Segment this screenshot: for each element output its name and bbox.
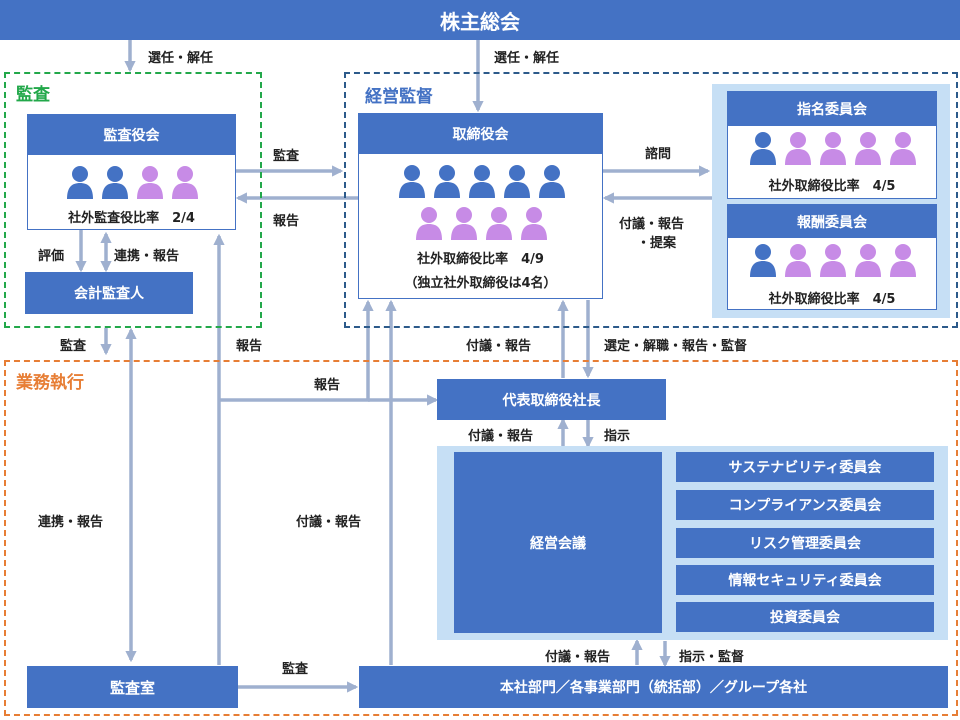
label-audit-to-board: 監査: [273, 149, 300, 164]
audit-board-title: 監査役会: [28, 115, 235, 155]
internal-audit-title: 監査室: [109, 678, 155, 697]
audit-board: 監査役会 社外監査役比率 2/4: [27, 114, 236, 230]
inside-member-icon: [66, 165, 94, 199]
nomination-committee: 指名委員会 社外取締役比率 4/5: [727, 91, 937, 199]
board-of-directors: 取締役会 社外取締役比率 4/9 （独立社外取締役は4名）: [358, 113, 603, 299]
outside-member-icon: [819, 243, 847, 277]
label-coop-1: 連携・報告: [114, 249, 180, 264]
compensation-title: 報酬委員会: [728, 205, 936, 238]
committee-sustainability: サステナビリティ委員会: [676, 452, 934, 482]
shareholders-meeting: 株主総会: [0, 0, 960, 40]
shareholders-meeting-title: 株主総会: [440, 9, 520, 34]
outside-member-icon: [415, 206, 443, 240]
management-meeting: 経営会議: [454, 452, 662, 633]
supervision-region-title: 経営監督: [365, 87, 433, 107]
label-ceo-propose: 付議・報告: [468, 429, 534, 444]
label-elect-left: 選任・解任: [148, 51, 214, 66]
outside-member-icon: [136, 165, 164, 199]
label-audit-down: 監査: [60, 339, 87, 354]
outside-member-icon: [171, 165, 199, 199]
label-consult: 諮問: [645, 147, 672, 162]
outside-member-icon: [854, 243, 882, 277]
internal-audit: 監査室: [27, 666, 238, 708]
outside-member-icon: [819, 131, 847, 165]
label-propose-left: 付議・報告: [296, 515, 362, 530]
supervision-region: [344, 72, 958, 328]
label-dept-instruct: 指示・監督: [679, 650, 745, 665]
inside-member-icon: [433, 164, 461, 198]
outside-member-icon: [854, 131, 882, 165]
departments: 本社部門／各事業部門（統括部）／グループ各社: [359, 666, 948, 708]
inside-member-icon: [749, 131, 777, 165]
ceo: 代表取締役社長: [437, 379, 666, 420]
nomination-ratio: 社外取締役比率 4/5: [768, 179, 896, 194]
departments-title: 本社部門／各事業部門（統括部）／グループ各社: [499, 680, 808, 696]
committee-compliance: コンプライアンス委員会: [676, 490, 934, 520]
committee-risk: リスク管理委員会: [676, 528, 934, 558]
label-dept-propose: 付議・報告: [545, 650, 611, 665]
audit-board-ratio: 社外監査役比率 2/4: [68, 211, 195, 226]
outside-member-icon: [889, 131, 917, 165]
inside-member-icon: [398, 164, 426, 198]
committee-infosec: 情報セキュリティ委員会: [676, 565, 934, 595]
board-ratio: 社外取締役比率 4/9: [417, 252, 544, 267]
audit-region-title: 監査: [16, 85, 50, 105]
nomination-title: 指名委員会: [728, 92, 936, 126]
label-instruct: 指示: [604, 429, 631, 444]
audit-region: [4, 72, 262, 328]
label-board-report: 報告: [273, 214, 300, 229]
board-note: （独立社外取締役は4名）: [404, 276, 557, 291]
execution-region: [4, 360, 958, 716]
label-report-mid: 報告: [314, 378, 341, 393]
label-evaluate: 評価: [38, 249, 65, 264]
committee-investment: 投資委員会: [676, 602, 934, 632]
accounting-auditor: 会計監査人: [25, 272, 193, 314]
board-title: 取締役会: [359, 114, 602, 154]
ceo-title: 代表取締役社長: [502, 392, 601, 409]
outside-member-icon: [784, 243, 812, 277]
outside-member-icon: [450, 206, 478, 240]
compensation-ratio: 社外取締役比率 4/5: [768, 292, 896, 307]
compensation-committee: 報酬委員会 社外取締役比率 4/5: [727, 204, 937, 310]
outside-member-icon: [784, 131, 812, 165]
management-meeting-title: 経営会議: [530, 535, 586, 552]
outside-member-icon: [520, 206, 548, 240]
label-propose-board: 付議・報告: [466, 339, 532, 354]
inside-member-icon: [101, 165, 129, 199]
label-propose-1: 付議・報告: [619, 217, 685, 232]
label-report-up: 報告: [236, 339, 263, 354]
inside-member-icon: [538, 164, 566, 198]
outside-member-icon: [485, 206, 513, 240]
inside-member-icon: [749, 243, 777, 277]
label-audit-bottom: 監査: [282, 662, 309, 677]
execution-region-title: 業務執行: [16, 373, 84, 393]
label-elect-right: 選任・解任: [494, 51, 560, 66]
label-coop-2: 連携・報告: [38, 515, 104, 530]
accounting-auditor-title: 会計監査人: [74, 286, 144, 302]
inside-member-icon: [503, 164, 531, 198]
outside-member-icon: [889, 243, 917, 277]
inside-member-icon: [468, 164, 496, 198]
label-propose-2: ・提案: [637, 236, 677, 251]
label-select: 選定・解職・報告・監督: [604, 339, 748, 354]
